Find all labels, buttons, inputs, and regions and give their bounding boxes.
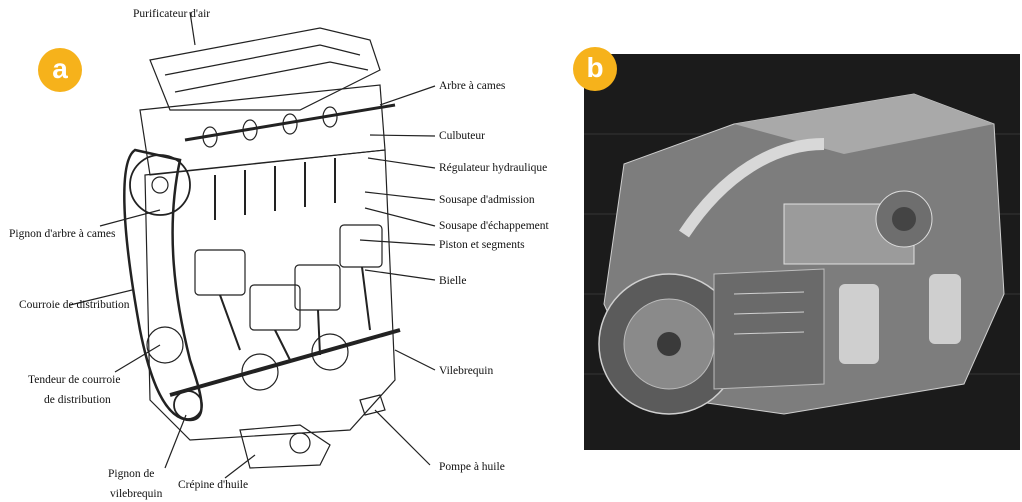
timing-belt-shape [123,148,203,422]
label-bielle: Bielle [439,275,467,287]
piston-4 [339,224,383,268]
oil-pan-shape [239,424,331,469]
label-piston: Piston et segments [439,239,525,251]
label-arbre-cames: Arbre à cames [439,80,506,92]
panel-b-badge: b [573,47,617,91]
label-pignon-vile-2: vilebrequin [110,488,163,500]
label-courroie: Courroie de distribution [19,299,130,311]
piston-2 [249,284,301,331]
label-tendeur-1: Tendeur de courroie [28,374,121,386]
panel-a-badge: a [38,48,82,92]
label-tendeur-2: de distribution [44,394,111,406]
label-purificateur: Purificateur d'air [133,8,211,20]
label-culbuteur: Culbuteur [439,130,485,142]
label-pignon-vile-1: Pignon de [108,468,155,480]
engine-photo-art [584,54,1020,450]
label-vilebrequin: Vilebrequin [439,365,494,377]
label-crepine: Crépine d'huile [178,479,249,491]
cam-sprocket [129,154,191,216]
crankshaft-shape [169,328,401,397]
label-regulateur: Régulateur hydraulique [439,162,548,174]
piston-1 [194,249,246,296]
label-sousape-admission: Sousape d'admission [439,194,535,206]
piston-3 [294,264,341,311]
air-cleaner-shape [149,27,381,111]
cylinder-head-shape [139,84,386,176]
label-pignon-arbre: Pignon d'arbre à cames [9,228,116,240]
engine-block-shape [144,149,396,441]
engine-photo [584,54,1020,450]
label-sousape-echappement: Sousape d'échappement [439,220,549,232]
label-pompe-huile: Pompe à huile [439,461,505,473]
